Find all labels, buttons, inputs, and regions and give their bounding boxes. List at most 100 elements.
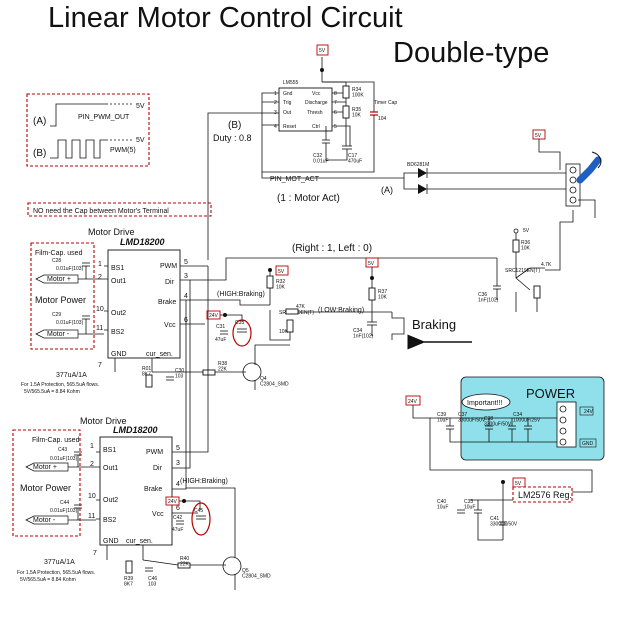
driver1-chip-name: LMD18200 [120,237,165,247]
driver2-heading: Motor Drive [80,416,127,426]
driver1-pnum-11: 11 [96,325,103,332]
driver1-heading: Motor Drive [88,227,135,237]
driver1-note1: 377uA/1A [56,372,87,379]
driver2-cap-highlight [191,502,211,536]
direction-r2: 4.7K [541,262,552,268]
timer-pnum-8: 8 [334,91,337,97]
diode-bottom [418,184,427,194]
driver1-supply: 24V [209,313,219,319]
driver1-note3: 5V/565.5uA = 8.84 Kohm [24,389,80,395]
diode-top [418,168,427,178]
driver1-pin-pwm: PWM [160,263,177,270]
diode-label: BD6281M [407,162,429,168]
timer-out-signal: PIN_MOT_ACT [270,176,320,183]
driver1-motor-plus: Motor + [47,276,71,283]
no-cap-note-border [27,202,212,217]
driver2-c43-val: 0.01uF(103) [50,456,78,462]
driver1-c31: C31 [216,324,225,330]
driver2-pin-gnd: GND [103,538,119,545]
driver2-braking-high: (HIGH:Braking) [180,478,228,485]
driver2-motor-minus: Motor - [33,517,56,524]
driver1-pin-bs1: BS1 [111,265,124,272]
timer-a-label: (A) [381,185,393,195]
driver2-pin-vcc: Vcc [152,511,164,518]
power-important: Important!!! [467,400,502,407]
brake-switch [391,312,405,340]
driver1-c28: C28 [52,258,61,264]
timer-r34 [342,85,350,99]
motor-connector-block [565,163,581,207]
driver2-pin-out1: Out1 [103,465,118,472]
timing-box-border [26,93,150,167]
driver1-power-border [30,242,95,350]
brake-r3: 10K [279,329,289,335]
brake-supply-a: 5V [278,269,285,275]
driver2-chip-name: LMD18200 [113,425,158,435]
driver2-c42: C42 [173,515,182,521]
direction-supply: 5V [523,228,530,234]
driver1-c29-val: 0.01uF(103) [56,320,84,326]
motor-body [576,156,602,184]
driver1-braking-high: (HIGH:Braking) [217,291,265,298]
driver2-pin-out2: Out2 [103,497,118,504]
power-connector [556,401,577,448]
driver1-chip [107,249,181,359]
timer-pin-ctrl: Ctrl [312,124,320,130]
timer-pin-trig: Trig [283,100,292,106]
timer-chip-name: LM555 [283,80,299,86]
timer-pnum-4: 4 [274,124,277,130]
power-regulator-label: LM2576 Reg. [518,490,572,500]
driver1-c29: C29 [52,312,61,318]
driver1-pin-gnd: GND [111,351,127,358]
timer-pnum-5: 5 [334,124,337,130]
driver2-pnum-5: 5 [176,445,180,452]
timer-duty: Duty : 0.8 [213,133,252,143]
driver2-pnum-6: 6 [176,505,180,512]
timer-b-label: (B) [228,120,241,131]
brake-r37 [368,287,376,301]
driver2-pnum-7: 7 [93,550,97,557]
timer-pin-discharge: Discharge [305,100,328,106]
direction-r-bias [533,285,541,299]
driver2-c42-val: 47uF [172,527,183,533]
timer-pin-thresh: Thresh [307,110,323,116]
page-title: Linear Motor Control Circuit [48,2,403,34]
driver2-chip [99,436,173,546]
driver1-pnum-7: 7 [98,362,102,369]
timing-a-level: 5V [136,103,145,110]
direction-transistor: SRC1219EN(T) [505,268,540,274]
timer-motor-act: (1 : Motor Act) [277,193,340,204]
driver1-cap-highlight [232,319,252,347]
driver2-r-sense [125,560,133,574]
driver2-cur-sen: cur_sen. [126,538,153,545]
driver2-c45: C45 [194,508,203,514]
timing-a-signal: PIN_PWM_OUT [78,114,130,121]
driver2-note2: For 1.5A Protection, 565.5uA flows. [17,570,95,576]
timer-r35 [342,105,350,119]
driver2-c44-val: 0.01uF(103) [50,508,78,514]
driver1-pnum-1: 1 [98,261,102,268]
driver2-supply: 24V [168,499,178,505]
driver1-pin-bs2: BS2 [111,329,124,336]
driver1-pnum-2: 2 [98,274,102,281]
timing-b-level: 5V [136,137,145,144]
driver1-pnum-10: 10 [96,306,104,313]
power-pin-24v: 24V [584,409,594,415]
driver1-pin-out1: Out1 [111,278,126,285]
driver2-r-base [177,562,191,569]
timer-pnum-7: 7 [334,100,337,106]
driver1-c31-val: 47uF [215,337,226,343]
